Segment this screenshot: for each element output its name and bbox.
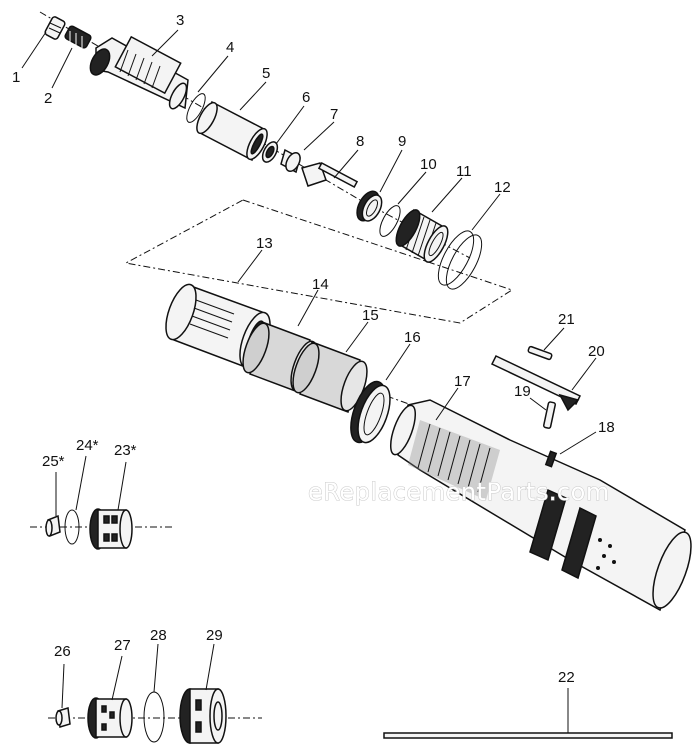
callout-20: 20 xyxy=(588,343,605,360)
part-25-insert xyxy=(45,514,61,538)
callout-14: 14 xyxy=(312,276,329,293)
callout-17: 17 xyxy=(454,373,471,390)
watermark: eReplacementParts.com xyxy=(308,478,610,506)
callout-22: 22 xyxy=(558,669,575,686)
callout-26: 26 xyxy=(54,643,71,660)
part-27-collet xyxy=(87,697,133,739)
callout-16: 16 xyxy=(404,329,421,346)
callout-28: 28 xyxy=(150,627,167,644)
part-20-lever xyxy=(490,355,582,412)
part-15-muffler-element xyxy=(292,340,368,414)
part-4-o-ring xyxy=(186,93,206,123)
callout-5: 5 xyxy=(262,65,270,82)
callout-29: 29 xyxy=(206,627,223,644)
part-21-roll-pin xyxy=(527,345,553,361)
part-22-rod xyxy=(383,732,673,739)
callout-12: 12 xyxy=(494,179,511,196)
callout-labels: 1 2 3 4 5 6 7 8 9 10 11 12 13 14 15 16 1… xyxy=(12,12,615,686)
callout-6: 6 xyxy=(302,89,310,106)
callout-7: 7 xyxy=(330,106,338,123)
part-7-valve-seat xyxy=(280,148,301,174)
part-28-o-ring xyxy=(143,691,165,743)
callout-10: 10 xyxy=(420,156,437,173)
part-29-nut xyxy=(179,688,227,744)
part-26-insert xyxy=(55,707,71,728)
part-1-plug xyxy=(44,16,66,40)
callout-3: 3 xyxy=(176,12,184,29)
part-23-collet xyxy=(89,508,133,550)
callout-1: 1 xyxy=(12,69,20,86)
group-bracket-outline xyxy=(124,199,514,324)
callout-27: 27 xyxy=(114,637,131,654)
part-24-o-ring xyxy=(64,509,80,545)
callout-13: 13 xyxy=(256,235,273,252)
callout-24: 24* xyxy=(76,437,99,454)
callout-19: 19 xyxy=(514,383,531,400)
part-11-knurled-collar xyxy=(395,208,449,264)
part-6-diaphragm xyxy=(261,141,279,163)
callout-23: 23* xyxy=(114,442,137,459)
part-3-housing xyxy=(89,35,189,110)
part-19-pin xyxy=(542,401,556,429)
part-9-bushing xyxy=(356,190,383,222)
callout-25: 25* xyxy=(42,453,65,470)
callout-21: 21 xyxy=(558,311,575,328)
part-2-spring xyxy=(64,25,92,49)
part-17-handle-housing xyxy=(389,399,692,612)
part-10-o-ring xyxy=(379,205,401,237)
part-5-sleeve xyxy=(196,100,268,162)
part-18-set-screw xyxy=(544,450,558,468)
callout-11: 11 xyxy=(456,163,472,180)
part-16-ring xyxy=(350,380,391,444)
callout-4: 4 xyxy=(226,39,234,56)
callout-8: 8 xyxy=(356,133,364,150)
callout-2: 2 xyxy=(44,90,52,107)
callout-18: 18 xyxy=(598,419,615,436)
part-12-o-rings xyxy=(437,230,483,290)
leader-lines xyxy=(21,29,597,733)
callout-9: 9 xyxy=(398,133,406,150)
upper-assembly-axis xyxy=(39,11,361,201)
part-8-valve-stem xyxy=(301,161,359,189)
callout-15: 15 xyxy=(362,307,379,324)
